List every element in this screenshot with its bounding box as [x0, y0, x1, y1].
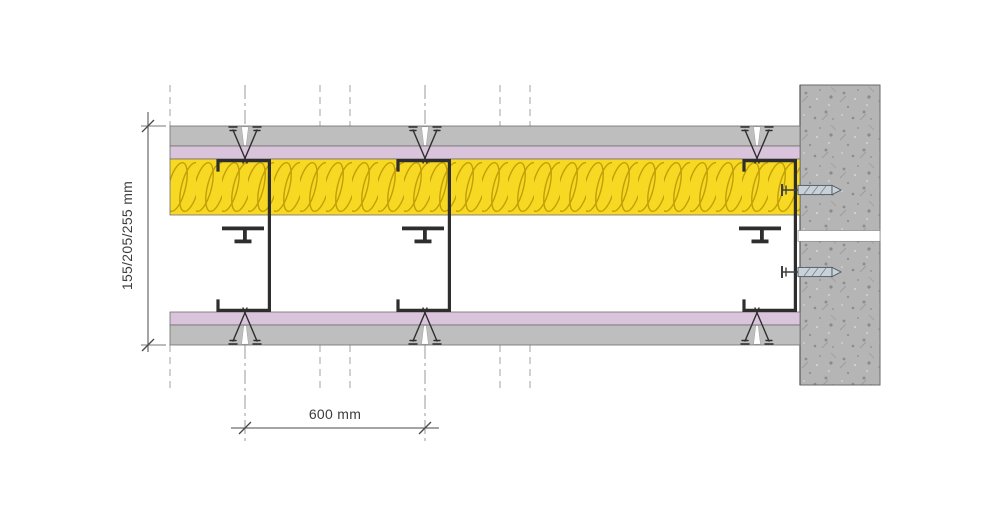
metal-stud-profile [216, 159, 271, 312]
vertical-dimension [141, 112, 166, 352]
metal-stud-profile [396, 159, 451, 312]
stud-support-bracket [402, 226, 444, 244]
wall-anchor-dowel [781, 265, 842, 279]
bottom-plasterboard-layer [169, 324, 801, 346]
top-plasterboard-layer [169, 125, 801, 147]
wall-recess-band [797, 230, 881, 242]
stud-centerlines [244, 85, 426, 441]
concrete-wall [797, 84, 881, 386]
bottom-gypsum-fibre-layer [169, 311, 801, 326]
horizontal-dimension-label: 600 mm [309, 406, 361, 422]
horizontal-dimension [231, 421, 439, 435]
stud-support-bracket [222, 226, 264, 244]
stud-support-bracket [739, 226, 781, 244]
mineral-wool-insulation [169, 158, 801, 216]
top-gypsum-fibre-layer [169, 145, 801, 160]
wall-connection-stud-profile [742, 159, 797, 312]
vertical-dimension-label: 155/205/255 mm [119, 181, 135, 290]
